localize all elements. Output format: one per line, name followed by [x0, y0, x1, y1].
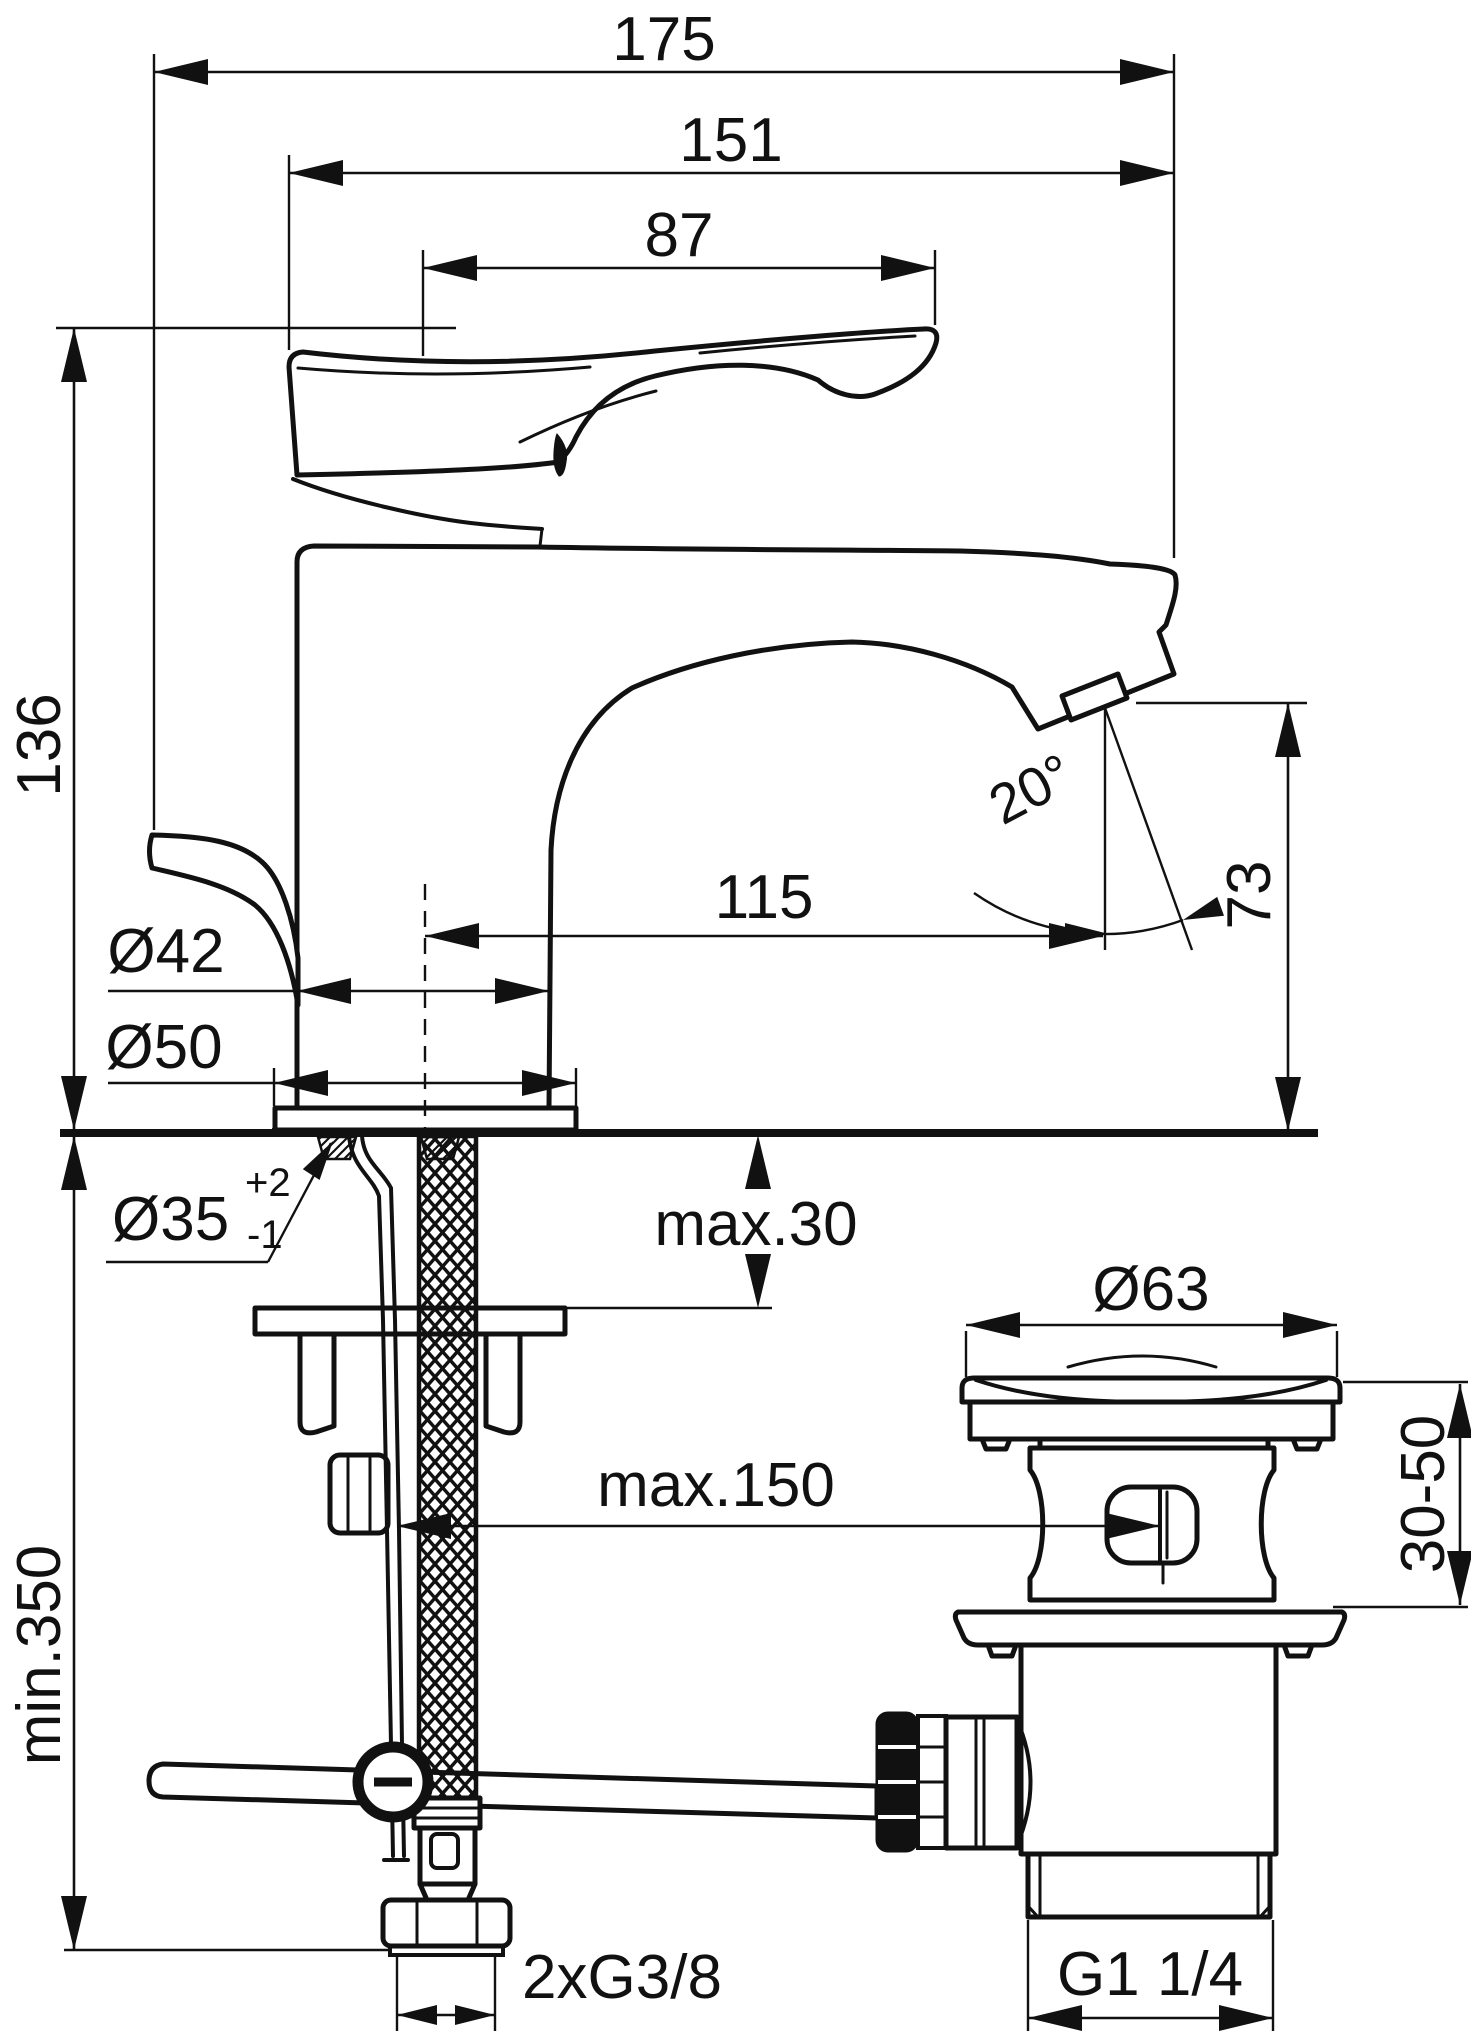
mounting-nut	[327, 1452, 391, 1536]
waste-body	[1018, 1642, 1279, 1857]
dim-label-handle-length: 87	[645, 201, 714, 270]
dim-label-total-length: 175	[612, 5, 715, 74]
pop-up-lever-bar	[146, 1761, 880, 1821]
faucet	[147, 326, 1179, 1161]
waste-lower-flange	[952, 1609, 1348, 1648]
dim-label-rod-to-waste: max.150	[597, 1451, 835, 1520]
waste-thread	[1025, 1851, 1273, 1920]
waste-assembly	[943, 1354, 1348, 1920]
mounting-washer	[252, 1305, 568, 1436]
pop-up-rod-knob	[147, 832, 301, 1008]
plug-dome	[1066, 1354, 1218, 1369]
dim-label-hose-clearance: min.350	[5, 1545, 74, 1766]
supply-nut	[380, 1897, 513, 1949]
faucet-body-spout	[294, 543, 1179, 1111]
dim-label-hole-diameter: Ø35	[112, 1185, 229, 1254]
supply-hose-braided	[380, 1133, 513, 1957]
dim-label-clamp-range: 30-50	[1389, 1415, 1458, 1574]
dim-label-spout-reach: 115	[715, 863, 814, 932]
tee-socket	[943, 1714, 1020, 1851]
rod-clamp	[352, 1741, 434, 1823]
dim-label-waste-flange: Ø63	[1092, 1255, 1209, 1324]
aerator	[1059, 671, 1130, 723]
dim-label-body-to-spout: 151	[679, 106, 782, 175]
dim-label-spray-angle: 20°	[979, 741, 1083, 836]
gasket-pad	[419, 1135, 461, 1161]
handle-lever	[286, 326, 940, 478]
ball-joint-bellows	[875, 1711, 948, 1853]
dim-label-outlet-height: 73	[1215, 861, 1284, 930]
dimension-lines	[56, 54, 1468, 2031]
dim-label-waste-connection: G1 1/4	[1057, 1940, 1243, 2009]
dim-label-hole-tol-minus: -1	[247, 1213, 283, 1257]
dimension-labels: 175 151 87 136 115 20° 73 Ø42 Ø50 Ø35 +2…	[5, 5, 1458, 2012]
dim-label-deck-thickness: max.30	[654, 1190, 857, 1259]
lever-gap-lens	[553, 433, 568, 477]
cartridge-dome	[291, 477, 544, 531]
dim-label-hole-tol-plus: +2	[245, 1161, 291, 1205]
dim-label-body-height: 136	[5, 693, 74, 796]
dim-label-supply-connection: 2xG3/8	[522, 1943, 722, 2012]
dim-label-base-diameter: Ø50	[105, 1013, 222, 1082]
below-deck-assembly	[146, 1133, 1348, 1957]
dim-label-body-diameter: Ø42	[107, 917, 224, 986]
